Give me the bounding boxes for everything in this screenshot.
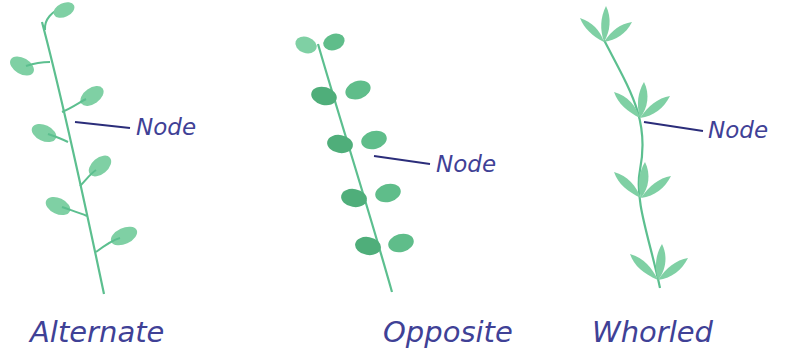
leader-line <box>75 122 130 128</box>
alternate-plant <box>7 0 140 294</box>
caption: Alternate <box>30 317 164 349</box>
node-label: Node <box>708 118 768 143</box>
node-label: Node <box>436 152 496 177</box>
leader-line <box>644 122 703 131</box>
leader-line <box>374 156 430 164</box>
node-label: Node <box>136 115 196 140</box>
opposite-plant <box>293 31 430 292</box>
caption: Opposite <box>383 317 513 349</box>
whorled-plant <box>580 6 703 288</box>
caption: Whorled <box>592 317 713 349</box>
